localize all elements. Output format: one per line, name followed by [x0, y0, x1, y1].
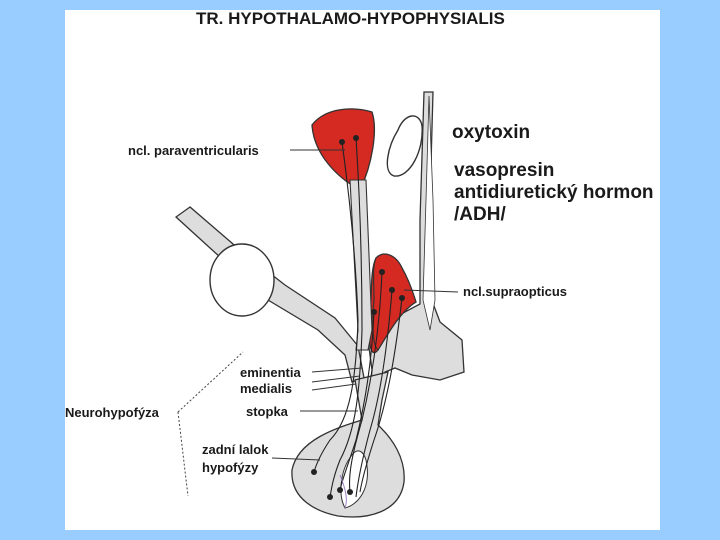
- leader-zadni-lalok: [271, 457, 321, 461]
- leader-supraopticus: [403, 289, 459, 293]
- bracket-lower: [177, 411, 189, 497]
- neuron-axons: [313, 137, 403, 498]
- optic-chiasm-shape: [209, 243, 275, 317]
- label-medialis: medialis: [240, 381, 292, 396]
- terminal-dot: [347, 489, 353, 495]
- label-antidiureticky-hormon: antidiuretický hormon: [454, 182, 654, 203]
- supraoptic-nucleus-overlay: [372, 253, 417, 351]
- neuron-dot: [379, 269, 385, 275]
- label-oxytoxin: oxytoxin: [452, 122, 530, 143]
- leader-eminentia-3: [311, 383, 357, 391]
- label-stopka: stopka: [246, 404, 289, 419]
- leader-lines: [271, 149, 459, 461]
- label-adh: /ADH/: [454, 204, 506, 225]
- neuron-dot: [353, 135, 359, 141]
- label-vasopresin: vasopresin: [454, 160, 554, 181]
- label-eminentia: eminentia: [240, 365, 301, 380]
- neuron-dot: [339, 139, 345, 145]
- neuron-dot: [389, 287, 395, 293]
- pituitary-midline: [339, 474, 347, 509]
- leader-eminentia-2: [311, 375, 361, 383]
- diagram-title: TR. HYPOTHALAMO-HYPOPHYSIALIS: [196, 9, 505, 28]
- label-paraventricularis: ncl. paraventricularis: [128, 143, 259, 158]
- neuron-dot: [399, 295, 405, 301]
- ventricle-slit: [422, 95, 436, 331]
- neuron-dot: [371, 309, 377, 315]
- leader-eminentia-1: [311, 367, 363, 373]
- label-zadni-lalok: zadní lalok: [202, 442, 269, 457]
- terminal-dot: [311, 469, 317, 475]
- label-hypofyzy: hypofýzy: [202, 460, 259, 475]
- terminal-dot: [327, 494, 333, 500]
- upper-oval-shape: [386, 115, 423, 177]
- neurohypofyza-bracket: [177, 351, 244, 497]
- bracket-upper: [177, 351, 244, 413]
- terminal-dot: [337, 487, 343, 493]
- label-supraopticus: ncl.supraopticus: [463, 284, 567, 299]
- label-neurohypofyza: Neurohypofýza: [65, 405, 160, 420]
- neuron-cell-bodies: [311, 135, 405, 500]
